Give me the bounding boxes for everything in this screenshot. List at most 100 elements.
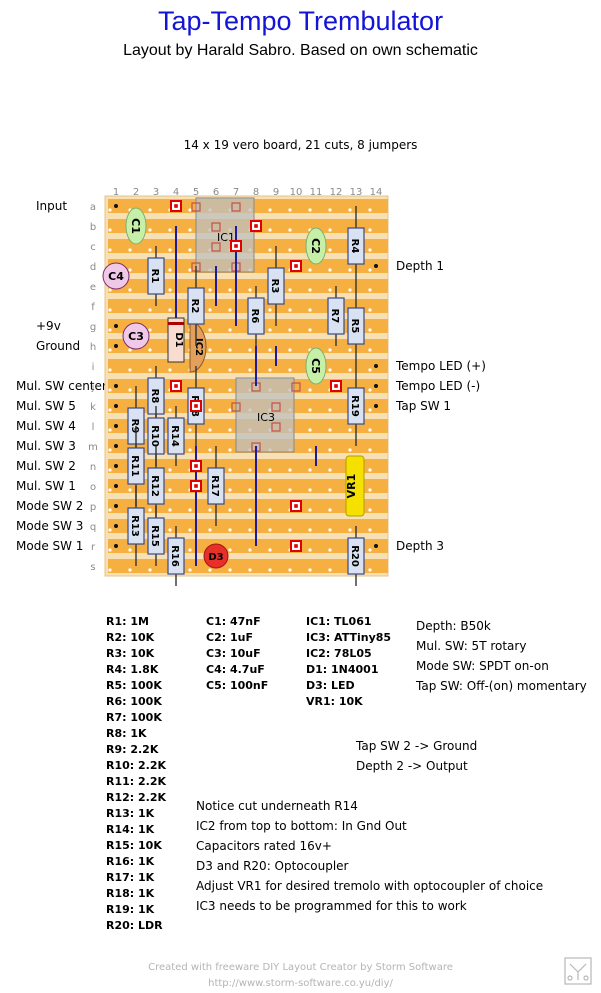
list-item: IC2: 78L05 [306, 647, 372, 660]
column-number: 7 [233, 187, 239, 198]
row-letter: a [90, 202, 96, 213]
list-item: C3: 10uF [206, 647, 261, 660]
list-item: D1: 1N4001 [306, 663, 379, 676]
cut-center [194, 484, 198, 488]
ic3-body [235, 377, 295, 453]
column-number: 4 [173, 187, 179, 198]
strip-cuts [170, 200, 342, 552]
capacitors [102, 207, 327, 385]
c5-label: C5 [309, 358, 322, 374]
c4-label: C4 [108, 270, 124, 283]
r12-label: R12 [149, 475, 160, 497]
list-item: R12: 2.2K [106, 791, 167, 804]
cut-center [174, 384, 178, 388]
list-item: Mul. SW: 5T rotary [416, 639, 527, 653]
list-item: C2: 1uF [206, 631, 253, 644]
column-number: 10 [290, 187, 303, 198]
solder-points [114, 204, 378, 548]
r5-label: R5 [349, 319, 360, 334]
label-tap-sw-1: Tap SW 1 [396, 399, 452, 413]
label-depth-1: Depth 1 [396, 259, 444, 273]
page-subtitle: Layout by Harald Sabro. Based on own sch… [123, 42, 478, 59]
list-item: IC3: ATTiny85 [306, 631, 392, 644]
d1-label: D1 [173, 332, 184, 347]
r3-label: R3 [269, 279, 280, 294]
label-tempo-led-minus: Tempo LED (-) [396, 379, 481, 393]
column-number: 11 [310, 187, 323, 198]
cut-center [294, 264, 298, 268]
list-item: R16: 1K [106, 855, 155, 868]
cut-center [234, 244, 238, 248]
list-item: Notice cut underneath R14 [196, 799, 358, 813]
row-letter: p [90, 502, 96, 513]
row-letter: c [90, 242, 96, 253]
r20-label: R20 [349, 545, 360, 567]
d3-label: D3 [208, 552, 223, 563]
r5-body [347, 307, 365, 345]
row-letter: h [90, 342, 96, 353]
ic3-label: IC3 [257, 411, 275, 424]
r4-body [347, 227, 365, 265]
d1-band [168, 322, 184, 325]
row-letter: o [90, 482, 96, 493]
list-item: R7: 100K [106, 711, 162, 724]
list-item: R13: 1K [106, 807, 155, 820]
label-mul-sw-center: Mul. SW center [16, 379, 107, 393]
r15-body [147, 517, 165, 555]
list-item: R6: 100K [106, 695, 162, 708]
row-letter: q [90, 522, 96, 533]
r8-label: R8 [149, 389, 160, 404]
capacitor-labels: C1 C2 C5 C4 C3 [108, 218, 322, 374]
r19-label: R19 [349, 395, 360, 417]
column-number: 5 [193, 187, 199, 198]
list-item: Adjust VR1 for desired tremolo with opto… [196, 879, 544, 893]
list-item: C4: 4.7uF [206, 663, 265, 676]
list-item: R20: LDR [106, 919, 163, 932]
row-letter: n [90, 462, 96, 473]
footer-url[interactable]: http://www.storm-software.co.yu/diy/ [208, 978, 393, 989]
row-letter: s [90, 562, 95, 573]
column-number: 1 [113, 187, 119, 198]
cut-center [194, 464, 198, 468]
row-letter: g [90, 322, 96, 333]
r11-body [127, 447, 145, 485]
list-item: Tap SW: Off-(on) momentary [416, 679, 587, 693]
row-letter: l [92, 422, 95, 433]
label-depth-3: Depth 3 [396, 539, 444, 553]
r9-label: R9 [129, 419, 140, 434]
c3-label: C3 [128, 330, 144, 343]
label-mul-sw-1: Mul. SW 1 [16, 479, 76, 493]
r17-label: R17 [209, 475, 220, 497]
column-number: 12 [330, 187, 343, 198]
column-number: 8 [253, 187, 259, 198]
label-mul-sw-5: Mul. SW 5 [16, 399, 76, 413]
row-letter: j [91, 382, 95, 393]
row-letter: b [90, 222, 96, 233]
ic2-label: IC2 [193, 338, 204, 356]
cut-center [334, 384, 338, 388]
label-mode-sw-2: Mode SW 2 [16, 499, 84, 513]
label-ground: Ground [36, 339, 81, 353]
r10-label: R10 [149, 425, 160, 447]
r17-body [207, 467, 225, 505]
list-item: IC3 needs to be programmed for this to w… [196, 899, 467, 913]
r1-label: R1 [149, 269, 160, 284]
list-item: Capacitors rated 16v+ [196, 839, 332, 853]
list-item: R4: 1.8K [106, 663, 159, 676]
d1-body [167, 317, 185, 363]
list-item: C5: 100nF [206, 679, 269, 692]
list-item: Depth 2 -> Output [356, 759, 468, 773]
r2-label: R2 [189, 299, 200, 314]
r14-label: R14 [169, 425, 180, 447]
column-number: 14 [370, 187, 383, 198]
footer-credit: Created with freeware DIY Layout Creator… [148, 962, 453, 973]
list-item: D3: LED [306, 679, 355, 692]
r16-label: R16 [169, 545, 180, 567]
label-tempo-led-plus: Tempo LED (+) [396, 359, 486, 373]
label-mul-sw-3: Mul. SW 3 [16, 439, 76, 453]
